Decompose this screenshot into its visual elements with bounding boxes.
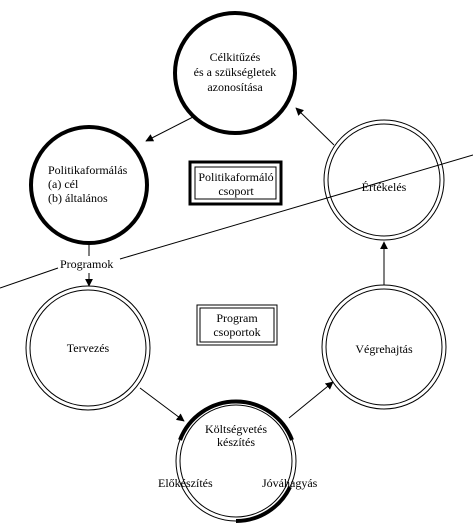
group-politikaformalo-line2: csoport bbox=[218, 184, 254, 198]
arrow-ertekeles-to-celkituzes bbox=[295, 107, 335, 146]
divider-label-programok: Programok bbox=[60, 257, 113, 271]
node-politikaformalas-line2: (a) cél bbox=[48, 177, 79, 191]
node-politikaformalas-line1: Politikaformálás bbox=[48, 163, 128, 177]
node-celkituzes: Célkitűzés és a szükségletek azonosítása bbox=[173, 11, 297, 135]
node-vegrehajtas: Végrehajtás bbox=[321, 284, 447, 410]
node-elokeszites-label: Előkészítés bbox=[158, 476, 213, 490]
node-politikaformalas-line3: (b) általános bbox=[48, 191, 108, 205]
group-program-line1: Program bbox=[216, 311, 258, 325]
node-celkituzes-line2: és a szükségletek bbox=[194, 65, 277, 79]
node-tervezes: Tervezés bbox=[25, 285, 151, 411]
node-politikaformalas: Politikaformálás (a) cél (b) általános bbox=[29, 125, 149, 245]
node-tervezes-label: Tervezés bbox=[67, 341, 110, 355]
node-koltsegvetes: Költségvetés készítés Előkészítés Jóváha… bbox=[158, 399, 318, 523]
arrow-tervezes-to-koltseg bbox=[139, 387, 185, 422]
group-program-line2: csoportok bbox=[213, 325, 260, 339]
node-koltsegvetes-line2: készítés bbox=[217, 435, 255, 449]
node-jovahagyas-label: Jóváhagyás bbox=[262, 476, 318, 490]
group-program-csoportok: Program csoportok bbox=[196, 304, 278, 346]
node-ertekeles: Értékelés bbox=[323, 119, 445, 241]
divider: Programok bbox=[0, 154, 473, 289]
arrow-celkituzes-to-politika bbox=[145, 116, 194, 142]
node-koltsegvetes-line1: Költségvetés bbox=[205, 422, 267, 436]
node-vegrehajtas-label: Végrehajtás bbox=[355, 342, 413, 356]
arrow-koltseg-to-vegrehajtas bbox=[288, 381, 334, 419]
node-ertekeles-label: Értékelés bbox=[362, 180, 407, 194]
node-celkituzes-line1: Célkitűzés bbox=[210, 50, 261, 64]
group-politikaformalo-csoport: Politikaformáló csoport bbox=[188, 160, 283, 206]
node-celkituzes-line3: azonosítása bbox=[207, 80, 263, 94]
group-politikaformalo-line1: Politikaformáló bbox=[198, 170, 273, 184]
